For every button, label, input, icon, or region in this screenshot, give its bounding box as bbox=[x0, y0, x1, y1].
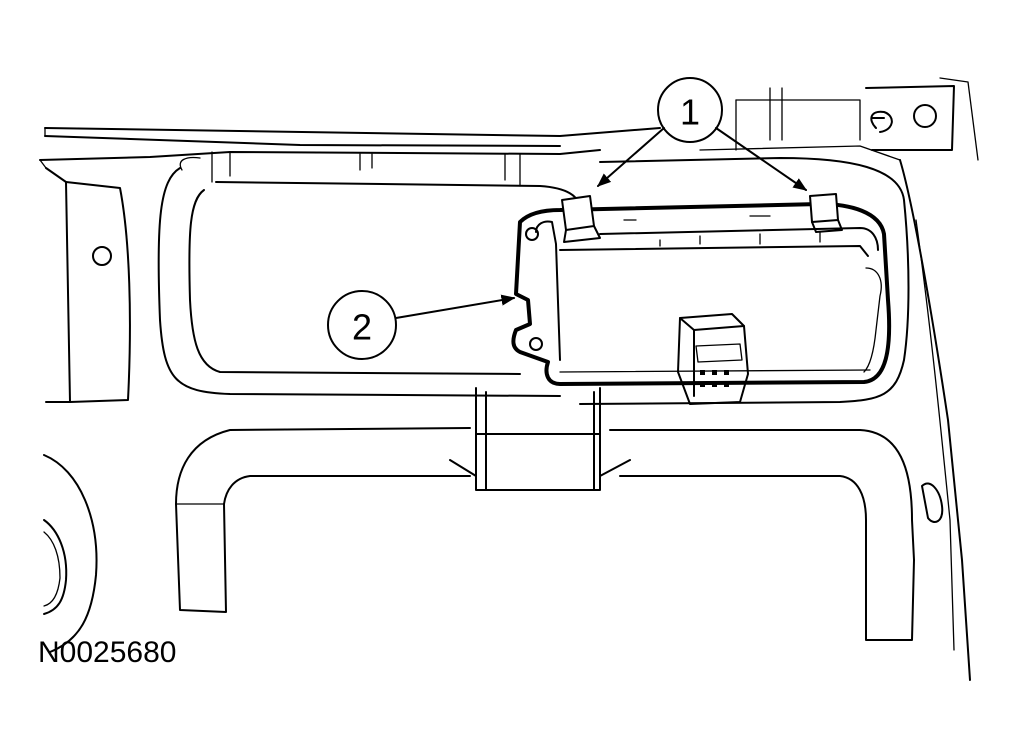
callout-1-arrow-left bbox=[596, 127, 665, 187]
callout-1-number: 1 bbox=[680, 92, 700, 133]
electrical-connector bbox=[677, 313, 749, 405]
figure-id-label: N0025680 bbox=[38, 636, 177, 669]
panel-top-edge bbox=[39, 87, 901, 187]
callout-2: 2 bbox=[327, 290, 516, 360]
callout-1-circle bbox=[657, 77, 723, 143]
module-housing bbox=[511, 202, 892, 386]
callout-2-arrow bbox=[395, 294, 516, 319]
retaining-clips bbox=[561, 193, 843, 243]
callout-1-arrow-right bbox=[715, 127, 808, 191]
left-pillar bbox=[39, 159, 131, 403]
panel-right-edge bbox=[899, 159, 971, 681]
air-vent-bezel bbox=[43, 454, 98, 653]
callout-2-circle bbox=[327, 290, 397, 360]
right-mounting-bracket bbox=[865, 77, 979, 161]
connector-pins bbox=[700, 370, 729, 387]
lower-panel-frame bbox=[175, 387, 915, 641]
module-opening bbox=[157, 156, 910, 405]
callout-1: 1 bbox=[596, 77, 808, 191]
callout-2-number: 2 bbox=[352, 307, 372, 348]
